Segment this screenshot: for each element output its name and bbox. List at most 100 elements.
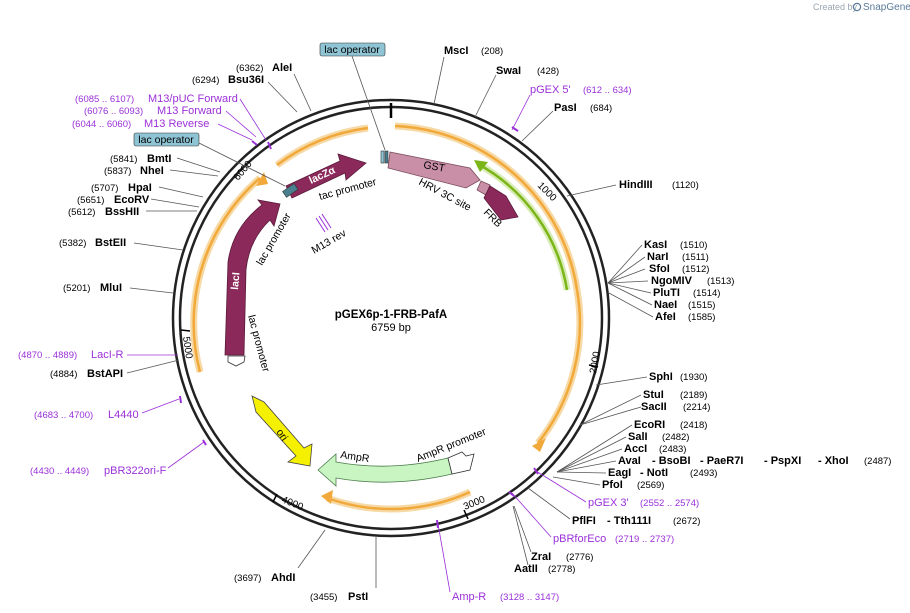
kasI-cluster-leaders (607, 244, 654, 318)
primer-ampr: Amp-R (452, 591, 486, 603)
pbr322ori-leader (167, 441, 205, 469)
gst-feature (387, 151, 481, 189)
m13-rev-label: M13 rev (310, 227, 349, 257)
site-bssHII-pos: (5612) (68, 207, 95, 218)
brand-label: SnapGene (863, 2, 910, 13)
l4440-mark (179, 395, 182, 404)
site-bstAPI-pos: (4884) (50, 369, 77, 380)
ampr-primer-mark (436, 519, 439, 529)
site-avaI: AvaI (618, 455, 641, 467)
site-tth111I: - Tth111I (607, 515, 651, 527)
site-ecoRI-pos: (2418) (680, 420, 707, 431)
site-stuI-pos: (2189) (680, 390, 707, 401)
site-stuI: StuI (643, 389, 664, 401)
site-bstAPI: BstAPI (87, 368, 123, 380)
gst-label: GST (422, 159, 446, 175)
primer-pbrforeco: pBRforEco (553, 533, 606, 545)
site-aatII-pos: (2778) (548, 564, 575, 575)
site-bmtI-pos: (5841) (110, 154, 137, 165)
mscI-leader (433, 56, 445, 105)
site-pstI-pos: (3455) (310, 592, 337, 603)
tick-3000-mark (463, 509, 469, 520)
site-naeI-pos: (1515) (688, 300, 715, 311)
orf-track-frb (537, 289, 582, 444)
site-ahdI: AhdI (271, 572, 295, 584)
site-pflFI: PflFI (572, 515, 596, 527)
site-bstEII: BstEII (95, 237, 126, 249)
plasmid-name: pGEX6p-1-FRB-PafA (335, 309, 447, 321)
m13-primers-leaders (217, 98, 267, 141)
pbrforeco-leader (511, 492, 552, 538)
site-pstI: PstI (348, 591, 368, 603)
site-tth111I-pos: (2672) (673, 516, 700, 527)
lacz-feature (285, 153, 367, 199)
primer-m13puc-pos: (6085 .. 6107) (75, 94, 134, 105)
ampr-primer-leader (437, 523, 451, 593)
pflFI-leader (527, 487, 571, 520)
primer-m13rev: M13 Reverse (144, 118, 209, 130)
site-naeI: NaeI (654, 299, 677, 311)
tick-6000: 6000 (232, 158, 255, 182)
lac-operator-left-label: lac operator (138, 134, 194, 146)
plasmid-size: 6759 bp (371, 322, 411, 334)
site-narI-pos: (1511) (682, 252, 709, 263)
pgex3-leader (535, 470, 587, 503)
site-nheI: NheI (140, 165, 164, 177)
primer-m13fwd-pos: (6076 .. 6093) (84, 106, 143, 117)
backbone-outer (171, 98, 611, 538)
site-aatII: AatII (514, 563, 538, 575)
m13-primer-mark-2 (267, 141, 272, 150)
site-pasI: PasI (554, 102, 577, 114)
site-sfoI-pos: (1512) (682, 264, 709, 275)
orf-track-lacz (276, 126, 369, 166)
site-sfoI: SfoI (649, 263, 670, 275)
site-nheI-pos: (5837) (104, 166, 131, 177)
laci-feature (224, 199, 281, 356)
site-ngoMIV-pos: (1513) (707, 276, 734, 287)
pbrforeco-mark (508, 491, 515, 497)
hindIII-leader (566, 184, 617, 197)
site-bstEII-pos: (5382) (59, 238, 86, 249)
orf-track-gst-bg (394, 122, 581, 291)
site-hpaI: HpaI (128, 182, 152, 194)
primer-pgex5-pos: (612 .. 634) (583, 85, 632, 96)
primer-pgex3: pGEX 3' (588, 497, 629, 509)
lac-operator-marker-left (282, 183, 299, 198)
ori-label: ori (274, 427, 291, 443)
site-swaI: SwaI (496, 65, 521, 77)
site-accI: AccI (624, 443, 647, 455)
site-zraI-pos: (2776) (566, 552, 593, 563)
site-hpaI-pos: (5707) (91, 183, 118, 194)
site-pspXI: - PspXI (764, 455, 801, 467)
site-xhoI-pos: (2487) (864, 456, 891, 467)
tac-promoter-marker (384, 150, 389, 164)
frb-feature (483, 185, 519, 221)
orf-arrowhead-3 (256, 172, 268, 186)
primer-pbr322ori: pBR322ori-F (104, 465, 167, 477)
pgex5-mark (511, 126, 519, 132)
l4440-leader (141, 398, 180, 414)
site-pluTI: PluTI (653, 287, 680, 299)
orf-track-laci (192, 177, 261, 373)
zraI-leader (513, 505, 532, 553)
site-ecoRV: EcoRV (114, 194, 150, 206)
site-pasI-pos: (684) (590, 103, 612, 114)
site-narI: NarI (647, 251, 668, 263)
site-mscI-pos: (208) (481, 46, 503, 57)
bsu36I-leader (267, 81, 298, 113)
pgex5-leader (511, 94, 531, 131)
primer-pgex5: pGEX 5' (530, 84, 571, 96)
site-hindIII-pos: (1120) (672, 180, 699, 191)
laci-promoter-label: lac promoter (245, 314, 272, 374)
primer-laci-r: LacI-R (91, 349, 123, 361)
primer-m13fwd: M13 Forward (157, 105, 222, 117)
site-ecoRI: EcoRI (634, 419, 665, 431)
site-mscI: MscI (444, 45, 468, 57)
ecori-cluster-leaders (552, 424, 633, 486)
lac-operator-box-top (319, 42, 386, 57)
m13-rev-mark-2 (318, 215, 329, 231)
site-accI-pos: (2483) (659, 444, 686, 455)
orf-arrowhead-2 (321, 490, 333, 504)
frb-track-arrowhead (474, 160, 488, 172)
pasI-leader (521, 110, 554, 142)
